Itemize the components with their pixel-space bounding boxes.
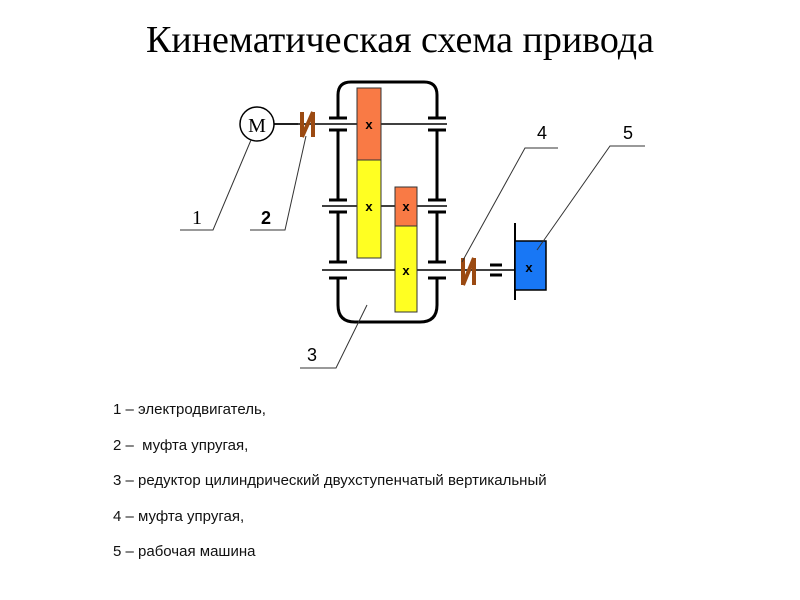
callout-leaders bbox=[180, 135, 645, 369]
working-machine-icon bbox=[514, 240, 547, 291]
gear-mark: x bbox=[365, 199, 373, 214]
callout-1: 1 bbox=[192, 207, 202, 229]
legend-item: 1 – электродвигатель, bbox=[113, 401, 266, 418]
legend-item: 5 – рабочая машина bbox=[113, 543, 256, 560]
gear-mark: x bbox=[365, 117, 373, 132]
motor-symbol: M bbox=[248, 115, 266, 137]
callout-2: 2 bbox=[261, 208, 271, 228]
coupling-output-icon bbox=[461, 257, 476, 286]
gear-mark: x bbox=[402, 199, 410, 214]
legend: 1 – электродвигатель, 2 – муфта упругая,… bbox=[113, 400, 547, 578]
reducer-right-bearings bbox=[428, 116, 446, 280]
legend-item: 3 – редуктор цилиндрический двухступенча… bbox=[113, 472, 547, 489]
gear-second-wheel bbox=[394, 225, 418, 313]
reducer-left-bearings bbox=[329, 116, 347, 280]
reducer-housing-top bbox=[336, 80, 439, 118]
gear-input-pinion bbox=[356, 87, 382, 161]
gear-mark: x bbox=[525, 260, 533, 275]
shaft-connector-icon bbox=[490, 263, 502, 277]
legend-item: 2 – муфта упругая, bbox=[113, 436, 249, 454]
gear-mark: x bbox=[402, 263, 410, 278]
page-title: Кинематическая схема привода bbox=[146, 19, 654, 61]
coupling-input-icon bbox=[300, 111, 315, 138]
legend-item: 4 – муфта упругая, bbox=[113, 507, 245, 525]
reducer-housing-bottom bbox=[336, 278, 439, 324]
callout-4: 4 bbox=[537, 123, 547, 143]
callout-3: 3 bbox=[307, 345, 317, 365]
callout-5: 5 bbox=[623, 123, 633, 143]
gear-first-wheel bbox=[356, 159, 382, 259]
